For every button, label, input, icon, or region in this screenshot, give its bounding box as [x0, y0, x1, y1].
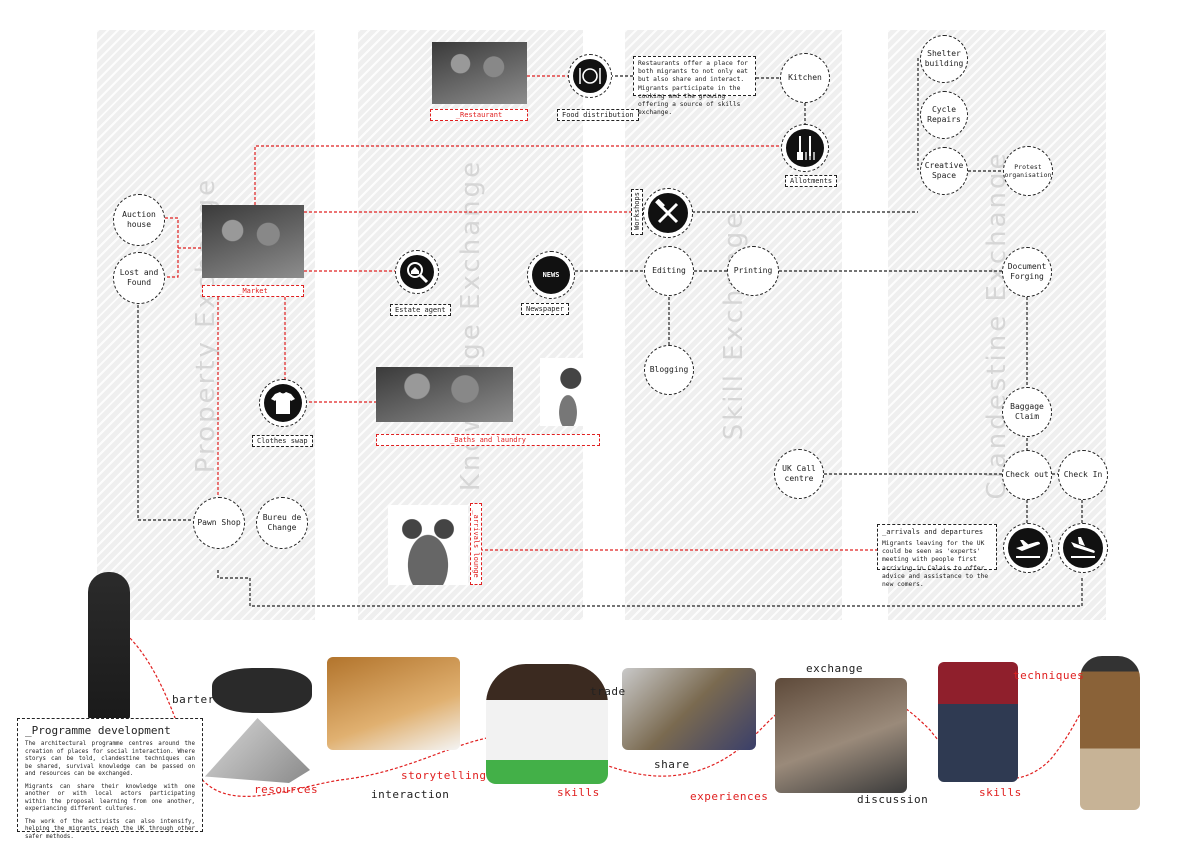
word-interaction: interaction — [371, 788, 450, 801]
restaurant-photo — [432, 42, 527, 104]
uk-call-centre-node: UK Call centre — [774, 449, 824, 499]
check-out-node: Check out — [1002, 450, 1052, 500]
pans-and-pot-image — [212, 668, 312, 713]
programme-paragraph-2: Migrants can share their knowledge with … — [25, 783, 195, 813]
property-exchange-column: Property Exchange — [97, 30, 315, 620]
clothes-swap-label: Clothes swap — [252, 435, 313, 447]
link-auction-market — [165, 217, 179, 278]
news-icon-text: NEWS — [542, 271, 560, 279]
man-walking-figure — [88, 572, 130, 722]
trade-woman-image — [486, 664, 608, 784]
restaurant-note: Restaurants offer a place for both migra… — [633, 56, 756, 116]
programme-development-box: _Programme development The architectural… — [17, 718, 203, 840]
black-links — [137, 58, 1083, 607]
tshirt-icon — [259, 379, 307, 427]
programme-paragraph-3: The work of the activists can also inten… — [25, 818, 195, 840]
news-icon: NEWS — [527, 251, 575, 299]
market-photo — [202, 205, 304, 278]
word-share: share — [654, 758, 690, 771]
word-techniques: techniques — [1013, 669, 1085, 682]
baggage-claim-node: Baggage Claim — [1002, 387, 1052, 437]
auction-house-node: Auction house — [113, 194, 165, 246]
laundry-photo — [540, 358, 596, 426]
word-barter: barter — [172, 693, 215, 706]
kitchen-sharing-image — [622, 668, 756, 750]
word-skills-2: skills — [979, 786, 1022, 799]
estate-agent-label: Estate agent — [390, 304, 451, 316]
baths-photo — [376, 367, 513, 422]
plate-fork-knife-icon — [568, 54, 612, 98]
blogging-node: Blogging — [644, 345, 694, 395]
word-discussion: discussion — [857, 793, 929, 806]
hammer-wrench-icon — [643, 188, 693, 238]
workshops-label: Workshops — [631, 189, 643, 235]
word-trade: trade — [590, 685, 626, 698]
skills-truck-image — [938, 662, 1018, 782]
food-distribution-label: Food distribution — [557, 109, 639, 121]
link-bottom-loop — [217, 570, 1083, 607]
word-skills-1: skills — [557, 786, 600, 799]
lost-and-found-node: Lost and Found — [113, 252, 165, 304]
techniques-man-figure — [1080, 656, 1140, 810]
newspaper-label: Newspaper — [521, 303, 569, 315]
pawn-shop-node: Pawn Shop — [193, 497, 245, 549]
house-magnifier-icon — [395, 250, 439, 294]
plane-departure-icon — [1003, 523, 1053, 573]
arrivals-photo — [388, 505, 468, 585]
bureau-de-change-node: Bureu de Change — [256, 497, 308, 549]
check-in-node: Check In — [1058, 450, 1108, 500]
arrivals-note-title: _arrivals and departures — [882, 528, 984, 536]
word-storytelling: storytelling — [401, 769, 487, 782]
arrivals-note-body: Migrants leaving for the UK could be see… — [882, 540, 989, 588]
editing-node: Editing — [644, 246, 694, 296]
document-forging-node: Document Forging — [1002, 247, 1052, 297]
link-market-allotments — [254, 145, 780, 205]
restaurant-label: _Restaurant — [430, 109, 528, 121]
link-lost-pawn — [137, 305, 193, 521]
arrivals-side-label: _arrivals lounge — [470, 503, 482, 585]
protest-organisation-node: Protest organisation — [1003, 146, 1053, 196]
cycle-repairs-node: Cycle Repairs — [920, 91, 968, 139]
programme-title: _Programme development — [25, 724, 171, 737]
word-exchange: exchange — [806, 662, 863, 675]
skill-exchange-column: Skill Exchange — [625, 30, 842, 620]
spade-fork-icon — [781, 124, 829, 172]
kitchen-node: Kitchen — [780, 53, 830, 103]
allotments-label: Allotments — [785, 175, 838, 187]
exchange-discussion-image — [775, 678, 907, 793]
storytelling-group-image — [327, 657, 460, 750]
baths-label: _Baths and laundry — [376, 434, 600, 446]
word-resources: resources — [254, 783, 319, 796]
creative-space-node: Creative Space — [920, 147, 968, 195]
shelter-building-node: Shelter building — [920, 35, 968, 83]
plane-arrival-icon — [1058, 523, 1108, 573]
arrivals-note: _arrivals and departures Migrants leavin… — [877, 524, 997, 588]
market-label: _Market — [202, 285, 304, 297]
printing-node: Printing — [727, 246, 779, 296]
programme-paragraph-1: The architectural programme centres arou… — [25, 741, 195, 778]
word-experiences: experiences — [690, 790, 769, 803]
